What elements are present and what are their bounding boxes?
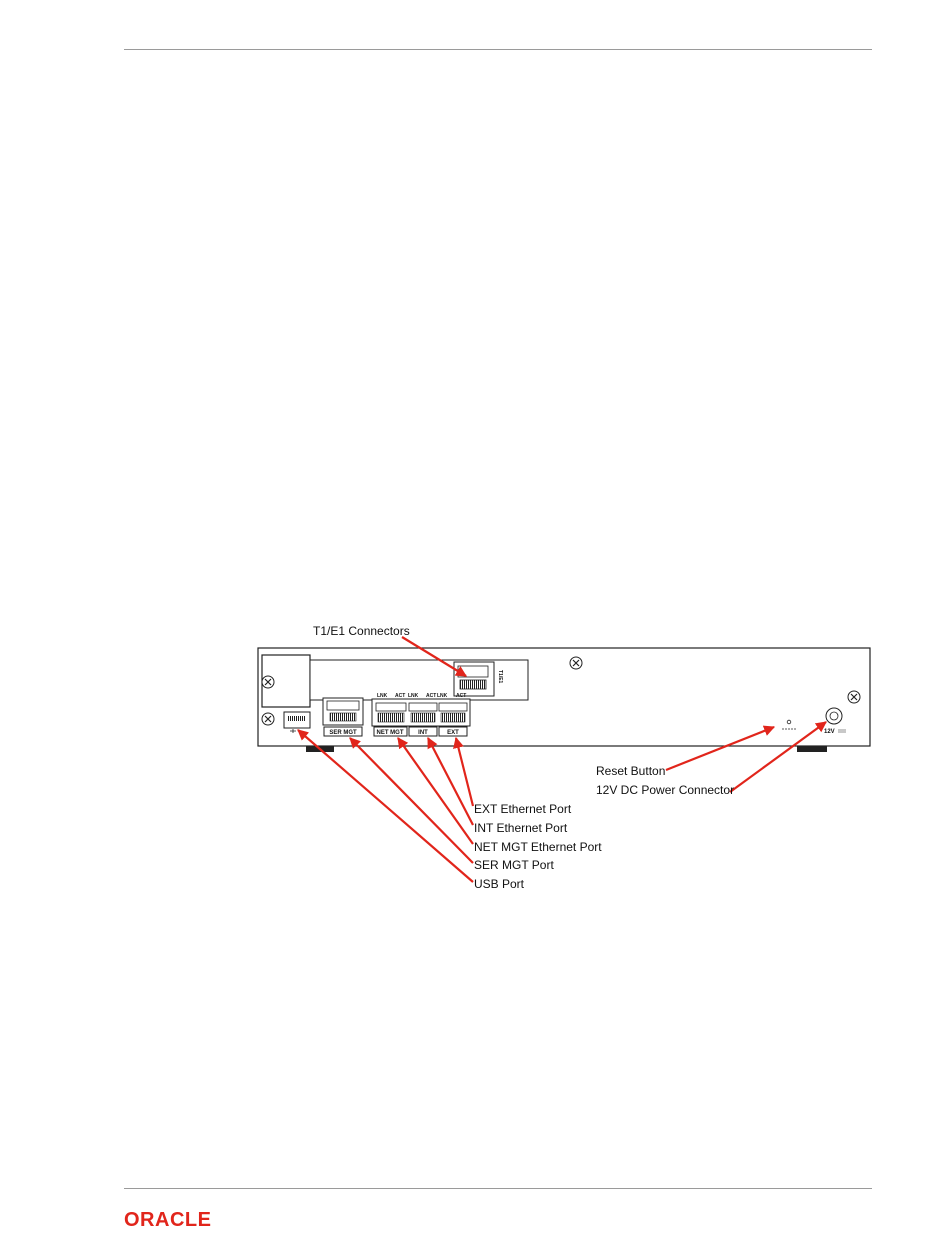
callout-t1e1: T1/E1 Connectors (313, 624, 410, 638)
lnk-label: LNK (377, 693, 388, 699)
ethernet-port-group: LNK ACT NET MGT LNK ACT INT LNK ACT EXT (372, 693, 470, 736)
power-panel-label: 12V (824, 729, 835, 735)
lnk-label: LNK (408, 693, 419, 699)
right-foot (797, 746, 827, 752)
net-mgt-panel-label: NET MGT (377, 730, 404, 736)
callout-power: 12V DC Power Connector (596, 783, 734, 797)
footer-rule (124, 1188, 872, 1189)
screw-icon (848, 691, 860, 703)
screw-icon (262, 713, 274, 725)
lnk-label: LNK (437, 693, 448, 699)
ser-mgt-panel-label: SER MGT (329, 730, 357, 736)
oracle-logo: ORACLE (124, 1208, 234, 1230)
screw-icon (570, 657, 582, 669)
t1e1-panel-label: T1/E1 (497, 670, 503, 684)
callout-ext: EXT Ethernet Port (474, 802, 572, 816)
int-panel-label: INT (418, 730, 428, 736)
callout-sermgt: SER MGT Port (474, 858, 554, 872)
act-label: ACT (426, 693, 436, 699)
screw-icon (262, 676, 274, 688)
act-label: ACT (456, 693, 466, 699)
callout-usb: USB Port (474, 877, 525, 891)
callout-int: INT Ethernet Port (474, 821, 568, 835)
callout-netmgt: NET MGT Ethernet Port (474, 840, 602, 854)
callout-reset: Reset Button (596, 764, 665, 778)
ser-mgt-port: SER MGT (323, 698, 363, 736)
ext-panel-label: EXT (447, 730, 459, 736)
act-label: ACT (395, 693, 405, 699)
oracle-logo-text: ORACLE (124, 1209, 211, 1230)
